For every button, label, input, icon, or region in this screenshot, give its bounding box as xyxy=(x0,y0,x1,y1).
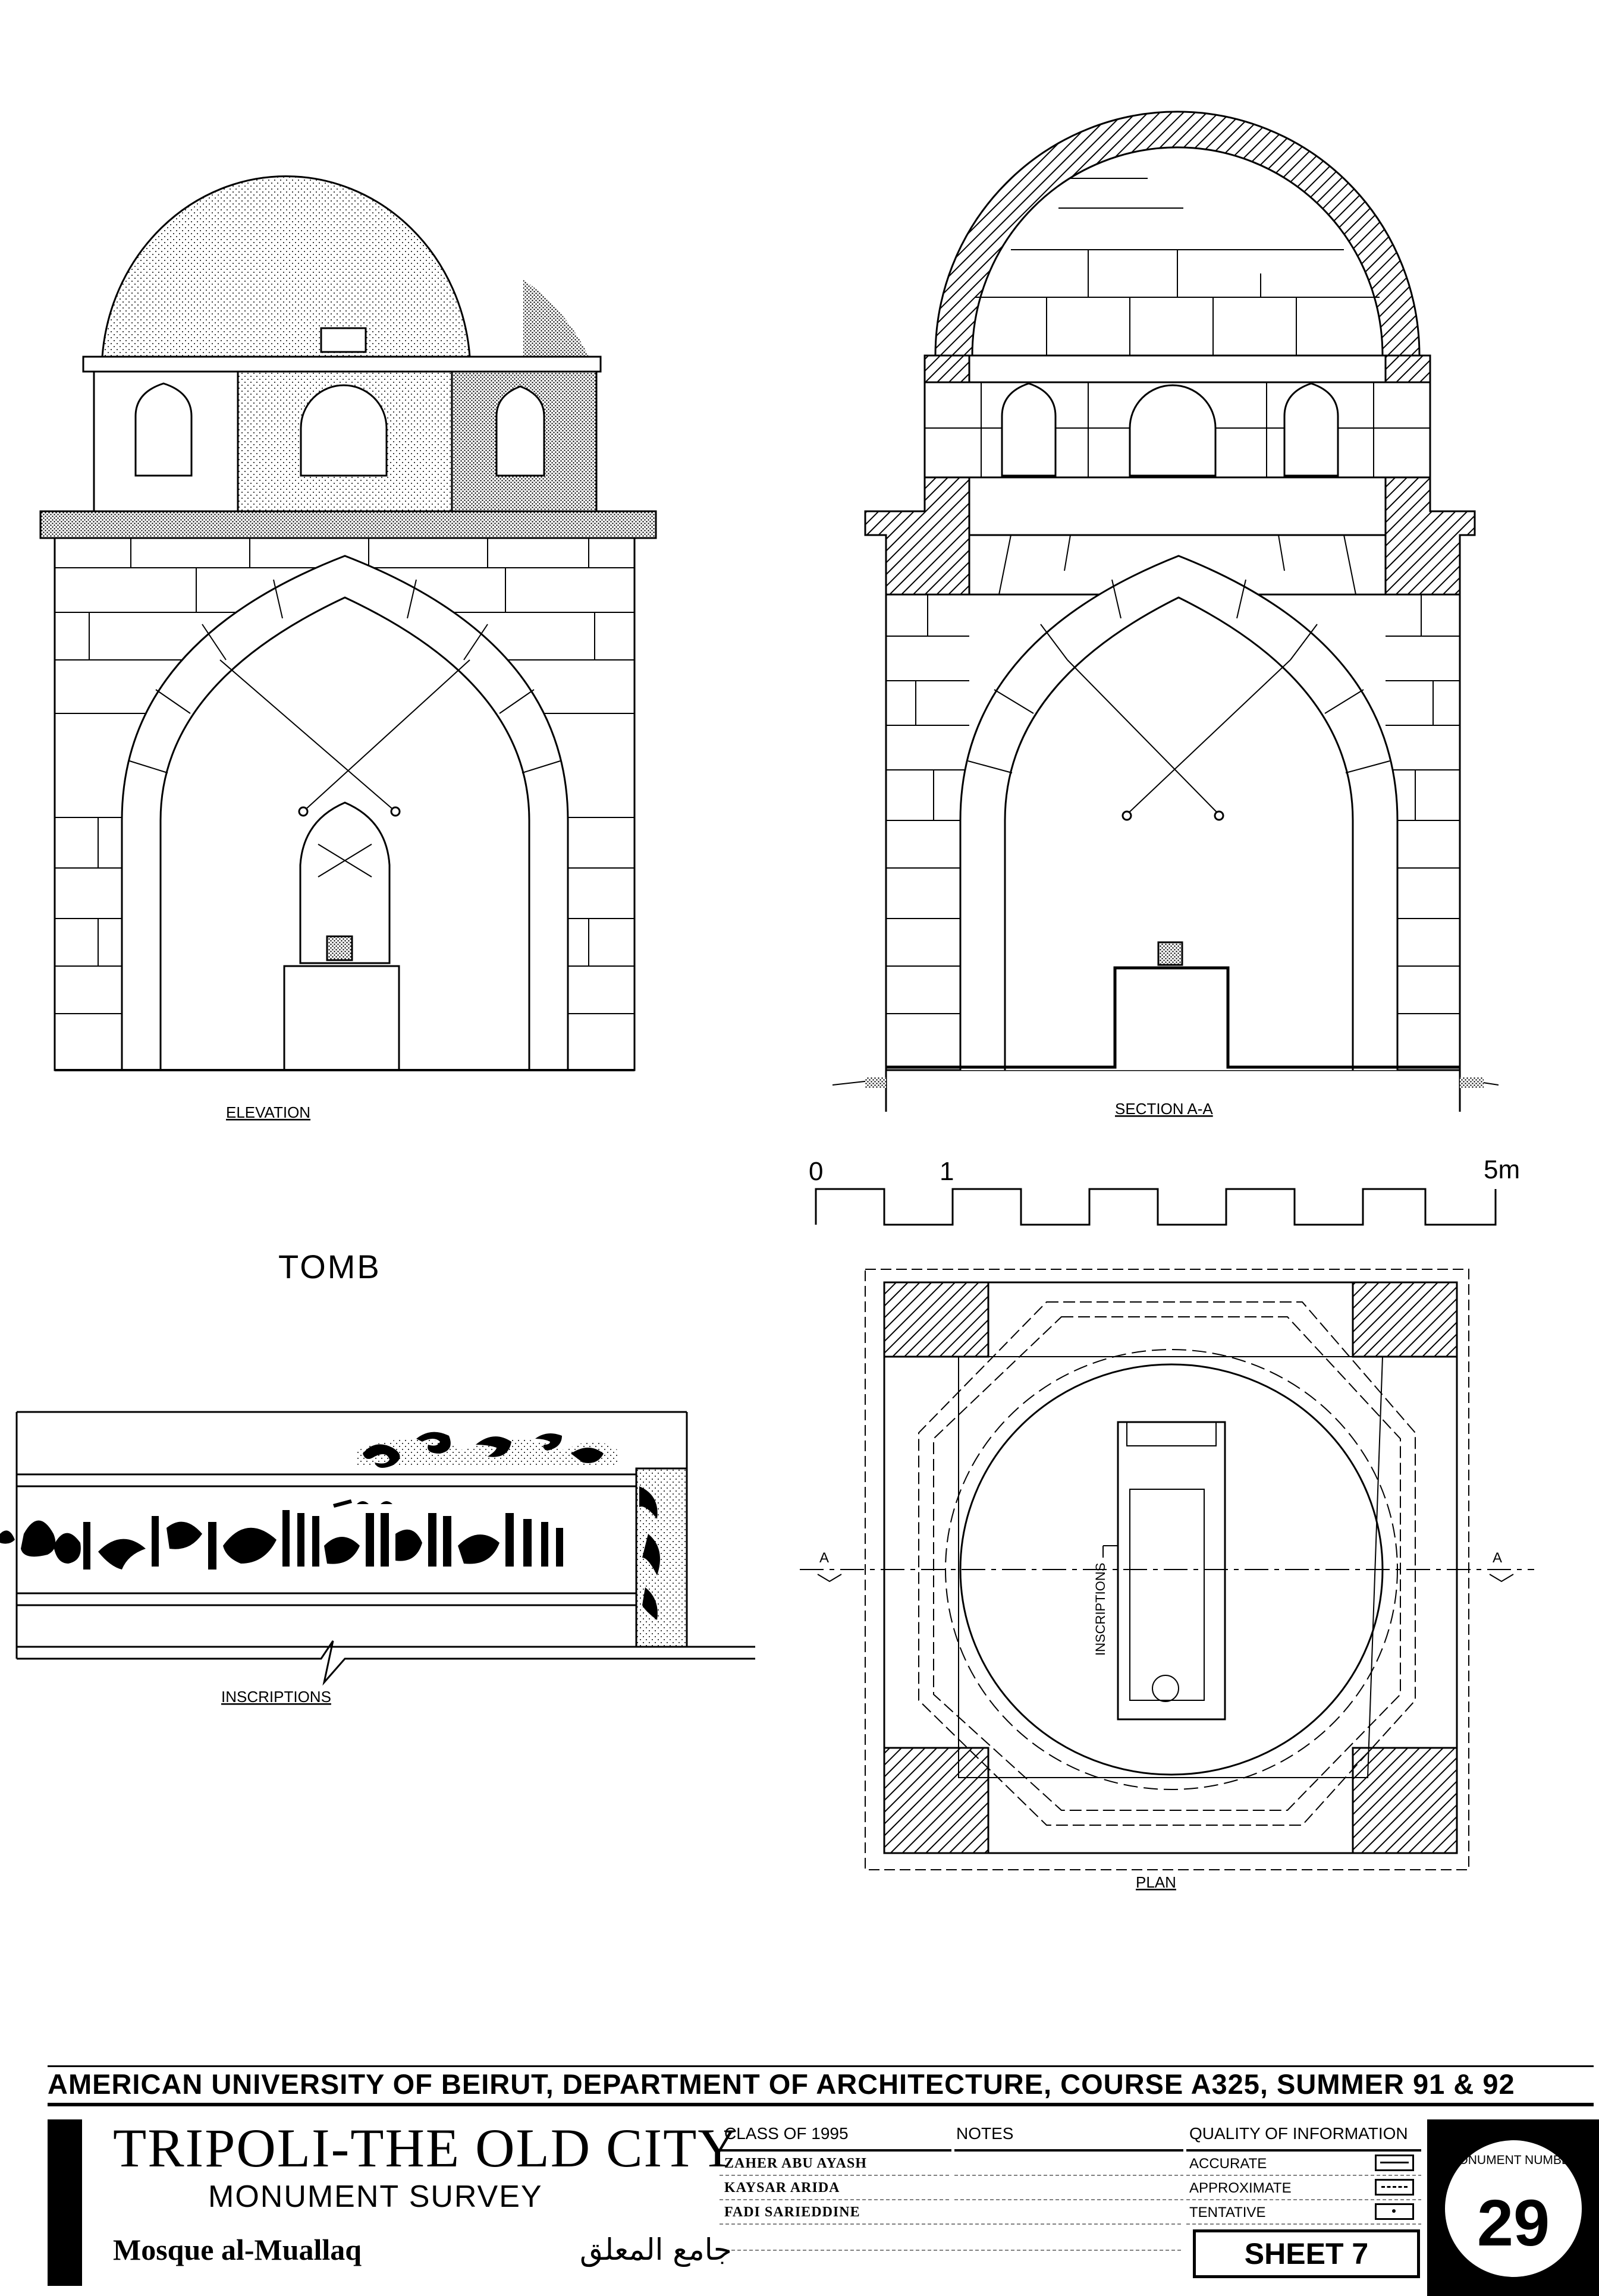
section-mark-left: A xyxy=(819,1550,829,1566)
scale-tick-5m: 5m xyxy=(1484,1155,1520,1184)
pier-ne xyxy=(1352,1281,1458,1358)
sheet-number: SHEET 7 xyxy=(1193,2229,1420,2278)
plan-label: PLAN xyxy=(1136,1873,1176,1891)
scale-bar: 0 1 5m xyxy=(809,1155,1520,1226)
inscription-panel xyxy=(0,1411,755,1686)
mihrab-niche xyxy=(299,801,391,964)
dome-section xyxy=(934,111,1421,357)
cenotaph xyxy=(283,965,400,1071)
pier-sw xyxy=(883,1747,989,1854)
elevation-label: ELEVATION xyxy=(226,1103,310,1121)
scale-tick-0: 0 xyxy=(809,1157,823,1186)
accurate-line-icon xyxy=(1375,2155,1414,2171)
monument-number-label: MONUMENT NUMBER xyxy=(1447,2153,1579,2167)
tomb-section xyxy=(886,966,1460,1069)
section-view xyxy=(832,111,1499,1112)
pier-se xyxy=(1352,1747,1458,1854)
calligraphy-band xyxy=(0,1499,563,1570)
title-block-black-bar xyxy=(48,2119,82,2286)
tomb-label: TOMB xyxy=(278,1248,381,1285)
elevation-view xyxy=(39,175,657,1071)
quality-heading: QUALITY OF INFORMATION xyxy=(1189,2124,1408,2143)
section-mark-right: A xyxy=(1493,1550,1502,1566)
drum-octagon xyxy=(918,1301,1416,1826)
class-heading: CLASS OF 1995 xyxy=(724,2124,849,2143)
team-member: KAYSAR ARIDA xyxy=(724,2180,840,2196)
plan-view xyxy=(800,1269,1534,1870)
notes-heading: NOTES xyxy=(956,2124,1014,2143)
title-block-title: TRIPOLI-THE OLD CITY xyxy=(113,2118,739,2178)
dome xyxy=(101,175,471,358)
inner-arch xyxy=(159,596,530,1070)
quality-accurate: ACCURATE xyxy=(1189,2156,1267,2172)
section-label: SECTION A-A xyxy=(1115,1100,1213,1118)
monument-name-arabic: جامع المعلق xyxy=(580,2232,732,2267)
monument-number: 29 xyxy=(1477,2187,1550,2260)
tomb-plan xyxy=(1117,1421,1226,1721)
section-inner-arch xyxy=(1004,596,1354,1070)
inscriptions-label: INSCRIPTIONS xyxy=(221,1688,331,1706)
main-cornice xyxy=(39,510,657,539)
title-block-subtitle: MONUMENT SURVEY xyxy=(208,2179,543,2214)
quality-tentative: TENTATIVE xyxy=(1189,2204,1266,2220)
quality-approximate: APPROXIMATE xyxy=(1189,2180,1292,2196)
approximate-dash-icon xyxy=(1375,2179,1414,2196)
team-member: FADI SARIEDDINE xyxy=(724,2204,860,2220)
scale-tick-1: 1 xyxy=(940,1157,954,1186)
team-member: ZAHER ABU AYASH xyxy=(724,2156,867,2171)
title-block-lines xyxy=(720,2149,1421,2251)
monument-number-circle xyxy=(1445,2140,1582,2277)
arabesque-ornament xyxy=(363,1432,660,1620)
monument-name: Mosque al-Muallaq xyxy=(113,2233,362,2266)
pier-nw xyxy=(883,1281,989,1358)
plan-inscriptions-label: INSCRIPTIONS xyxy=(1093,1563,1108,1656)
drum-cornice xyxy=(82,356,602,373)
title-block-header: AMERICAN UNIVERSITY OF BEIRUT, DEPARTMEN… xyxy=(48,2065,1594,2106)
tentative-dot-icon xyxy=(1375,2203,1414,2220)
